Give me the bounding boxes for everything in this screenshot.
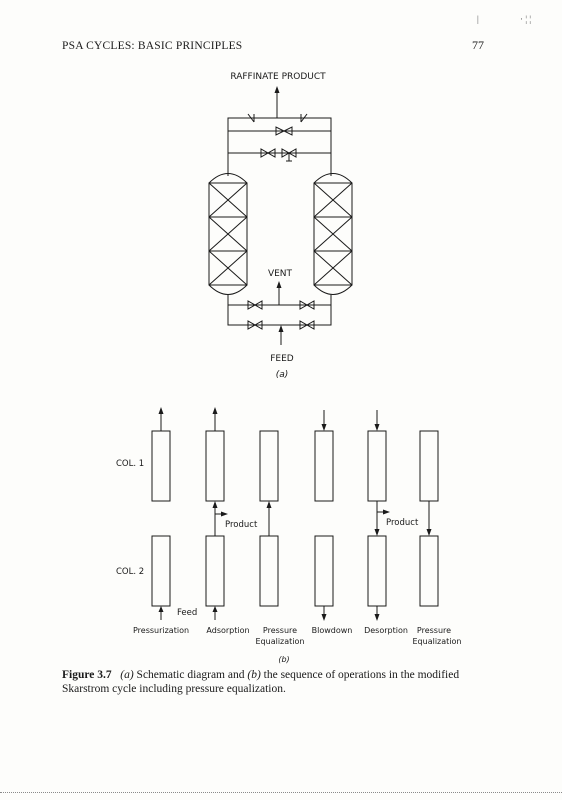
feed-label: FEED [270, 354, 294, 364]
needle-valve-icon [281, 148, 297, 162]
figure-b-sequence: COL. 1 COL. 2 Product Feed [116, 407, 461, 664]
step-pressure-equalization-2 [419, 430, 439, 607]
product-label-adsorption: Product [225, 520, 258, 530]
vent-arrow [276, 281, 282, 288]
flow-arrow [212, 606, 218, 612]
bottom-header-pipe [227, 295, 332, 326]
step-label: Equalization [256, 637, 305, 646]
flow-arrow [212, 407, 218, 414]
step-label: Blowdown [312, 626, 353, 635]
step-label: Adsorption [206, 626, 249, 635]
step-desorption [367, 410, 390, 621]
adsorption-column-right [313, 173, 353, 295]
gate-valve-icon [275, 126, 293, 136]
flow-arrow [374, 424, 380, 431]
flow-arrow [374, 614, 380, 621]
step-label: Pressure [417, 626, 451, 635]
step-pressurization [151, 407, 171, 620]
check-valve-icon [247, 113, 255, 123]
scan-speck: · ¦ ¦ [520, 14, 532, 24]
flow-arrow [158, 606, 164, 612]
figure-b-sublabel: (b) [278, 655, 289, 664]
figure-a-sublabel: (a) [276, 370, 289, 380]
flow-arrow [374, 529, 380, 536]
flow-arrow [321, 614, 327, 621]
flow-arrow [266, 501, 272, 508]
vent-label: VENT [268, 269, 293, 279]
gate-valve-icon [247, 320, 263, 330]
step-label: Pressure [263, 626, 297, 635]
step-label: Desorption [364, 626, 408, 635]
step-blowdown [314, 410, 334, 621]
gate-valve-icon [299, 320, 315, 330]
col1-label: COL. 1 [116, 459, 144, 469]
adsorption-column-left [208, 173, 248, 295]
feed-arrow [278, 325, 284, 332]
gate-valve-icon [247, 300, 263, 310]
caption-text-a: Schematic diagram and [136, 669, 245, 681]
gate-valve-icon [260, 148, 276, 158]
caption-part-b-marker: (b) [247, 669, 261, 681]
raffinate-product-label: RAFFINATE PRODUCT [230, 72, 326, 82]
caption-text-b: the sequence of operations in the modifi… [62, 669, 460, 695]
check-valve-icon [300, 113, 308, 123]
flow-arrow [212, 501, 218, 508]
scan-speck: | [477, 14, 479, 24]
scan-footer-rule [0, 792, 562, 793]
product-arrow [221, 511, 228, 517]
caption-part-a-marker: (a) [120, 669, 134, 681]
col2-label: COL. 2 [116, 567, 144, 577]
product-label-desorption: Product [386, 518, 419, 528]
flow-arrow [158, 407, 164, 414]
raffinate-arrow [274, 86, 280, 93]
flow-arrow [321, 424, 327, 431]
figure-caption: Figure 3.7 (a) Schematic diagram and (b)… [62, 668, 502, 696]
step-pressure-equalization-1 [259, 430, 279, 607]
page-number: 77 [472, 38, 484, 52]
gate-valve-icon [299, 300, 315, 310]
step-label: Pressurization [133, 626, 189, 635]
top-header-pipe [227, 117, 332, 176]
running-head: PSA CYCLES: BASIC PRINCIPLES [62, 40, 243, 52]
figure-a-schematic: RAFFINATE PRODUCT [208, 72, 353, 380]
product-arrow [383, 509, 390, 515]
flow-arrow [426, 529, 432, 536]
step-adsorption [205, 407, 228, 620]
feed-label-b: Feed [177, 608, 197, 618]
figure-caption-label: Figure 3.7 [62, 669, 112, 681]
step-label: Equalization [413, 637, 462, 646]
